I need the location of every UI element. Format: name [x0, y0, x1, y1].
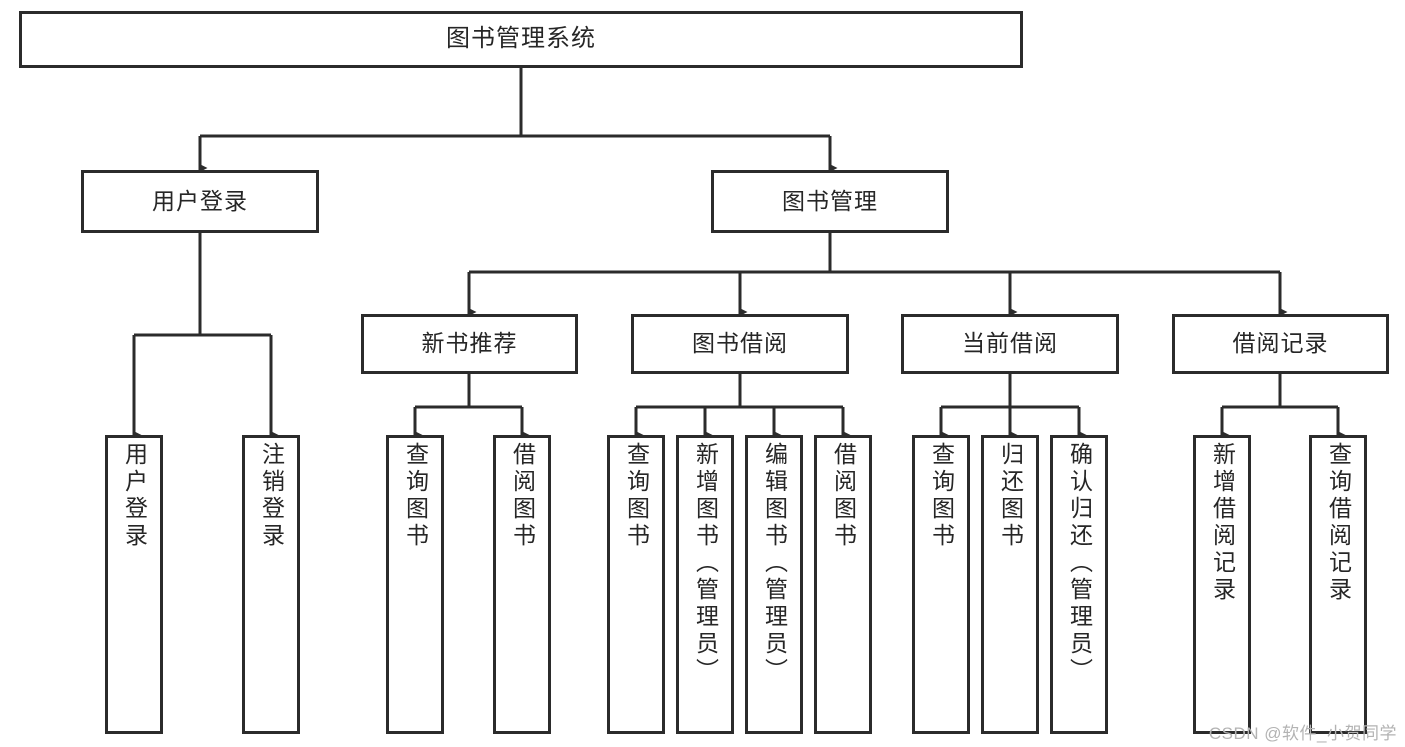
node-leaf-add-book-label: 新增图书（管理员）	[692, 442, 719, 685]
node-leaf-borrow-book-1[interactable]: 借阅图书	[493, 435, 551, 734]
node-user-login-label: 用户登录	[152, 187, 248, 214]
node-leaf-query-book-1[interactable]: 查询图书	[386, 435, 444, 734]
node-leaf-query-book-2[interactable]: 查询图书	[607, 435, 665, 734]
node-leaf-query-book-1-label: 查询图书	[402, 442, 429, 550]
node-leaf-return-book-label: 归还图书	[997, 442, 1024, 550]
node-leaf-logout-login-label: 注销登录	[258, 442, 285, 550]
node-leaf-return-book[interactable]: 归还图书	[981, 435, 1039, 734]
node-leaf-add-record[interactable]: 新增借阅记录	[1193, 435, 1251, 734]
node-leaf-add-record-label: 新增借阅记录	[1209, 442, 1236, 604]
node-new-book-recommend-label: 新书推荐	[421, 330, 518, 357]
node-current-borrow[interactable]: 当前借阅	[901, 314, 1119, 374]
node-leaf-add-book[interactable]: 新增图书（管理员）	[676, 435, 734, 734]
node-book-management[interactable]: 图书管理	[711, 170, 949, 233]
node-leaf-logout-login[interactable]: 注销登录	[242, 435, 300, 734]
node-book-borrow-label: 图书借阅	[692, 330, 788, 357]
node-leaf-confirm-return[interactable]: 确认归还（管理员）	[1050, 435, 1108, 734]
node-new-book-recommend[interactable]: 新书推荐	[361, 314, 578, 374]
node-user-login[interactable]: 用户登录	[81, 170, 319, 233]
node-current-borrow-label: 当前借阅	[962, 330, 1058, 357]
node-leaf-edit-book[interactable]: 编辑图书（管理员）	[745, 435, 803, 734]
node-leaf-query-record-label: 查询借阅记录	[1325, 442, 1352, 604]
node-leaf-confirm-return-label: 确认归还（管理员）	[1066, 442, 1093, 685]
node-leaf-query-book-3-label: 查询图书	[928, 442, 955, 550]
node-borrow-record-label: 借阅记录	[1232, 330, 1329, 357]
node-leaf-edit-book-label: 编辑图书（管理员）	[761, 442, 788, 685]
node-leaf-user-login[interactable]: 用户登录	[105, 435, 163, 734]
node-book-management-label: 图书管理	[782, 187, 878, 214]
node-leaf-query-book-2-label: 查询图书	[623, 442, 650, 550]
node-leaf-borrow-book-2[interactable]: 借阅图书	[814, 435, 872, 734]
node-leaf-borrow-book-1-label: 借阅图书	[509, 442, 536, 550]
node-leaf-user-login-label: 用户登录	[121, 442, 148, 550]
node-leaf-query-book-3[interactable]: 查询图书	[912, 435, 970, 734]
node-leaf-query-record[interactable]: 查询借阅记录	[1309, 435, 1367, 734]
node-leaf-borrow-book-2-label: 借阅图书	[830, 442, 857, 550]
node-root[interactable]: 图书管理系统	[19, 11, 1023, 68]
node-root-label: 图书管理系统	[446, 25, 596, 53]
csdn-watermark: CSDN @软件_小贺同学	[1208, 724, 1397, 743]
node-borrow-record[interactable]: 借阅记录	[1172, 314, 1389, 374]
node-book-borrow[interactable]: 图书借阅	[631, 314, 849, 374]
